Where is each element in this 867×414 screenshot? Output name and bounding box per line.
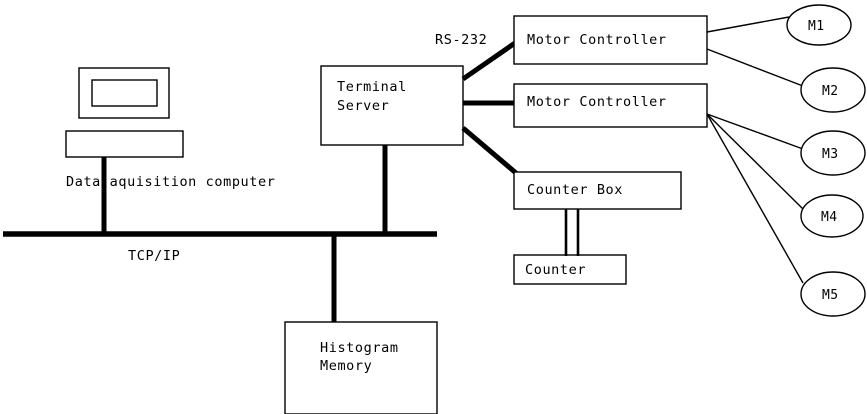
motor-controller-1-label: Motor Controller bbox=[527, 32, 667, 48]
counter-box-label: Counter Box bbox=[527, 182, 624, 198]
link-motor-controller-1-to-m2 bbox=[706, 48, 804, 87]
motor-m5-ellipse bbox=[800, 271, 866, 317]
counter-label: Counter bbox=[525, 262, 587, 278]
link-motor-controller-2-to-m3 bbox=[706, 113, 804, 150]
motor-m2-ellipse bbox=[800, 67, 866, 113]
tcpip-link-label: TCP/IP bbox=[128, 248, 181, 264]
terminal-server-label-line2: Server bbox=[337, 98, 390, 114]
link-motor-controller-2-to-m5 bbox=[706, 113, 804, 284]
motor-m2-label: M2 bbox=[822, 84, 839, 99]
motor-m1-ellipse bbox=[786, 4, 852, 46]
counter-box-box bbox=[513, 171, 682, 210]
terminal-server-label-line1: Terminal bbox=[337, 79, 407, 95]
motor-m1-label: M1 bbox=[808, 19, 825, 34]
counter-box bbox=[513, 254, 627, 285]
data-acquisition-computer-label: Data aquisition computer bbox=[66, 174, 276, 190]
computer-base-unit bbox=[65, 130, 184, 158]
rs232-link-label: RS-232 bbox=[435, 32, 488, 48]
motor-controller-2-label: Motor Controller bbox=[527, 94, 667, 110]
motor-controller-2-box bbox=[513, 83, 708, 128]
link-terminal-server-to-motor-controller-1 bbox=[461, 40, 517, 82]
motor-m5-label: M5 bbox=[822, 288, 839, 303]
histogram-memory-label-line2: Memory bbox=[320, 358, 373, 374]
computer-monitor-screen bbox=[91, 79, 158, 107]
motor-controller-1-box bbox=[513, 15, 708, 65]
link-terminal-server-to-counter-box bbox=[461, 126, 518, 175]
histogram-memory-box bbox=[284, 321, 438, 414]
motor-m3-label: M3 bbox=[822, 147, 839, 162]
motor-m4-label: M4 bbox=[821, 210, 838, 225]
motor-m3-ellipse bbox=[800, 130, 866, 176]
histogram-memory-label-line1: Histogram bbox=[320, 340, 399, 356]
link-motor-controller-2-to-m4 bbox=[706, 113, 804, 210]
terminal-server-box bbox=[320, 65, 464, 146]
motor-m4-ellipse bbox=[800, 194, 864, 238]
link-motor-controller-1-to-m1 bbox=[706, 16, 790, 33]
